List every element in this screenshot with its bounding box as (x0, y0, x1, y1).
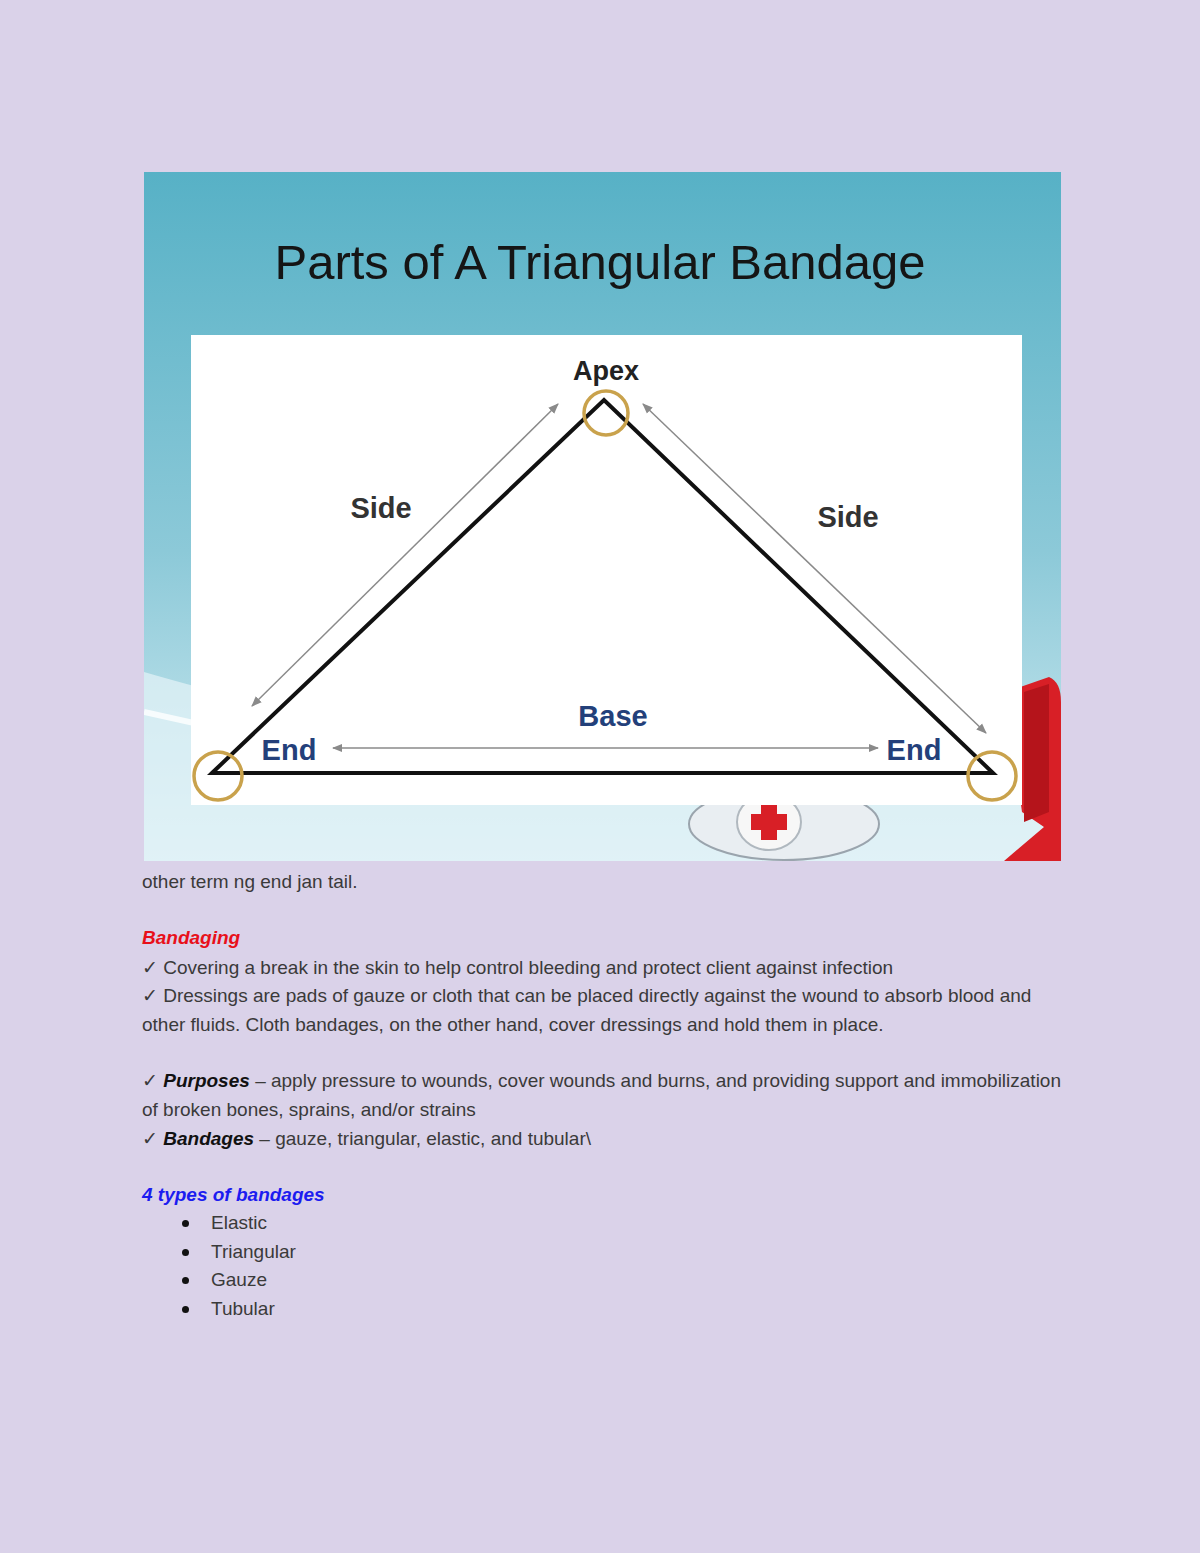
emphasis-text: 4 types of bandages (142, 1184, 325, 1205)
body-text: Elastic (211, 1212, 267, 1233)
base-arrow (333, 747, 878, 749)
section-heading: 4 types of bandages (142, 1181, 1062, 1210)
apex-circle (584, 391, 628, 435)
side-label: Side (347, 492, 414, 525)
bullet-item: Tubular (211, 1295, 1062, 1324)
body-text: – gauze, triangular, elastic, and tubula… (259, 1128, 591, 1149)
bullet-dot (182, 1220, 189, 1227)
body-text: other term ng end jan tail. (142, 871, 357, 892)
emphasis-text: Bandages (163, 1128, 254, 1149)
end-circle (194, 752, 242, 800)
section-heading: Bandaging (142, 924, 1062, 953)
diagram-panel (191, 335, 1022, 805)
check-item: ✓ Dressings are pads of gauze or cloth t… (142, 982, 1062, 1039)
note: other term ng end jan tail. (142, 868, 1062, 897)
bullet-item: Elastic (211, 1209, 1062, 1238)
bullet-dot (182, 1249, 189, 1256)
slide-title: Parts of A Triangular Bandage (274, 234, 925, 290)
end-circle (968, 752, 1016, 800)
bullet-dot (182, 1277, 189, 1284)
end-label: End (884, 734, 945, 767)
first-aid-kit-side (1024, 684, 1049, 822)
red-cross (751, 814, 787, 830)
triangle-outline (212, 400, 993, 773)
body-text: ✓ Covering a break in the skin to help c… (142, 957, 893, 978)
check-item: ✓Bandages– gauze, triangular, elastic, a… (142, 1125, 1062, 1154)
check-item: ✓Purposes– apply pressure to wounds, cov… (142, 1067, 1062, 1124)
body-text: ✓ (142, 1070, 158, 1091)
base-label: Base (575, 700, 650, 733)
bullet-item: Gauze (211, 1266, 1062, 1295)
body-text: ✓ Dressings are pads of gauze or cloth t… (142, 985, 1031, 1035)
bullet-item: Triangular (211, 1238, 1062, 1267)
slide-background (144, 172, 1061, 861)
body-text: ✓ (142, 1128, 158, 1149)
side-arrow (643, 404, 986, 733)
emphasis-text: Purposes (163, 1070, 250, 1091)
apex-label: Apex (570, 356, 642, 387)
side-label: Side (814, 501, 881, 534)
side-arrow (252, 404, 558, 706)
end-label: End (259, 734, 320, 767)
emphasis-text: Bandaging (142, 927, 240, 948)
bullet-dot (182, 1306, 189, 1313)
body-text: Tubular (211, 1298, 275, 1319)
body-text: – apply pressure to wounds, cover wounds… (142, 1070, 1061, 1120)
body-text: Triangular (211, 1241, 296, 1262)
check-item: ✓ Covering a break in the skin to help c… (142, 954, 1062, 983)
body-text: Gauze (211, 1269, 267, 1290)
